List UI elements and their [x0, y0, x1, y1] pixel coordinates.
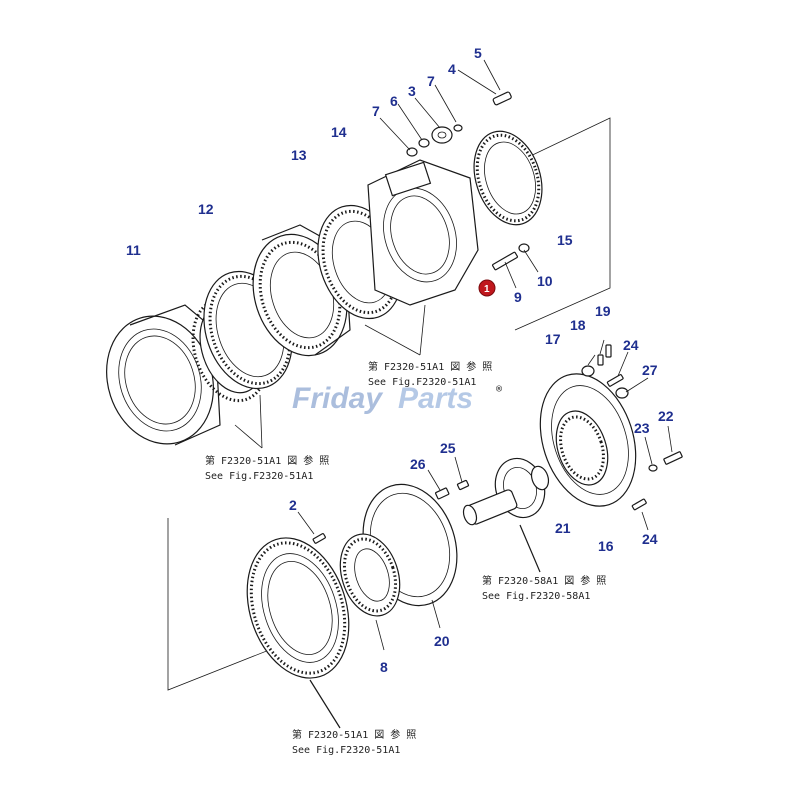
- callout-17: 17: [545, 331, 561, 347]
- watermark-word2: Parts: [398, 382, 473, 415]
- callout-22: 22: [658, 408, 674, 424]
- part-8-geared-ring: [339, 533, 401, 651]
- callout-13: 13: [291, 147, 307, 163]
- right-hardware: [581, 339, 683, 531]
- upper-housing-plate: [367, 159, 479, 306]
- callout-6: 6: [390, 93, 398, 109]
- callout-14: 14: [331, 124, 347, 140]
- watermark: Friday Parts ®: [292, 382, 503, 415]
- callout-19: 19: [595, 303, 611, 319]
- ref-bot-jp: 第 F2320-51A1 図 参 照: [292, 728, 416, 741]
- ref-bot-en: See Fig.F2320-51A1: [292, 745, 400, 756]
- ref-mid-en: See Fig.F2320-58A1: [482, 591, 590, 602]
- part-15-gear-ring: [473, 130, 543, 226]
- ref-top-en: See Fig.F2320-51A1: [368, 377, 476, 388]
- callout-9: 9: [514, 289, 522, 305]
- callout-16: 16: [598, 538, 614, 554]
- bottom-disc: [246, 511, 350, 729]
- callout-18: 18: [570, 317, 586, 333]
- callout-15: 15: [557, 232, 573, 248]
- callout-27: 27: [642, 362, 658, 378]
- reference-captions: 第 F2320-51A1 図 参 照 See Fig.F2320-51A1 第 …: [205, 360, 606, 756]
- bolt-9-washer-10: [492, 243, 539, 289]
- callout-2: 2: [289, 497, 297, 513]
- callout-5: 5: [474, 45, 482, 61]
- watermark-mark: ®: [496, 384, 503, 395]
- callout-7a: 7: [372, 103, 380, 119]
- callout-26: 26: [410, 456, 426, 472]
- callout-4: 4: [448, 61, 456, 77]
- watermark-word1: Friday: [292, 382, 383, 415]
- callout-1: 1: [484, 284, 490, 295]
- callout-12: 12: [198, 201, 214, 217]
- callout-21: 21: [555, 520, 571, 536]
- callout-20: 20: [434, 633, 450, 649]
- part-21-carrier-shaft: [427, 456, 550, 573]
- callout-numbers: 5 4 3 7 6 7 14 13 12 11 15 10 9 19 18 17…: [126, 45, 674, 675]
- callout-23: 23: [634, 420, 650, 436]
- badge-circle: [478, 279, 496, 297]
- reference-leaders: [234, 304, 426, 449]
- ref-top-jp: 第 F2320-51A1 図 参 照: [368, 360, 492, 373]
- callout-10: 10: [537, 273, 553, 289]
- callout-3: 3: [408, 83, 416, 99]
- top-hardware: [379, 59, 512, 157]
- part-16-cover-plate: [539, 373, 637, 507]
- ref-left-en: See Fig.F2320-51A1: [205, 471, 313, 482]
- ref-mid-jp: 第 F2320-58A1 図 参 照: [482, 574, 606, 587]
- callout-7b: 7: [427, 73, 435, 89]
- callout-25: 25: [440, 440, 456, 456]
- ref-left-jp: 第 F2320-51A1 図 参 照: [205, 454, 329, 467]
- callout-24a: 24: [623, 337, 639, 353]
- item-1-badge: 1: [478, 279, 496, 297]
- callout-11: 11: [126, 242, 141, 258]
- callout-8: 8: [380, 659, 388, 675]
- callout-24b: 24: [642, 531, 658, 547]
